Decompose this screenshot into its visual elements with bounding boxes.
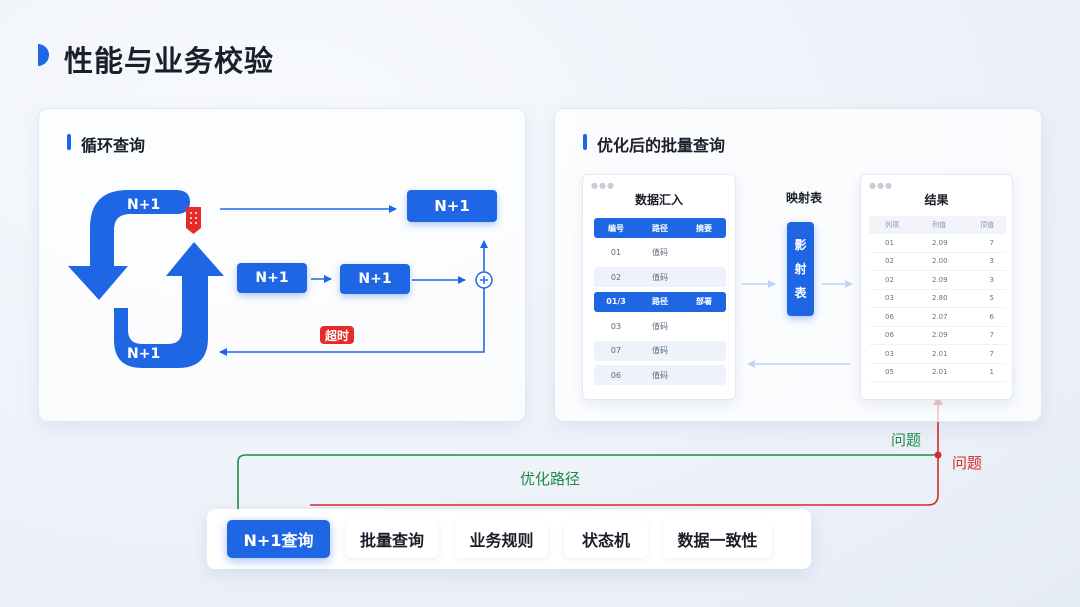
result-row: 02 2.09 3 <box>869 271 1006 290</box>
query-box-mid-2: N+1 <box>340 264 410 294</box>
result-cell: 3 <box>989 257 994 266</box>
tab-2[interactable]: 批量查询 <box>345 520 439 558</box>
data-collect-cell: 编号 <box>608 223 624 233</box>
optimized-path-label: 优化路径 <box>520 470 581 488</box>
data-collect-row: 06 值码 <box>594 365 726 385</box>
data-collect-cell: 03 <box>610 321 622 331</box>
result-cell: 06 <box>885 331 894 340</box>
result-row: 01 2.09 7 <box>869 234 1006 253</box>
tab-5[interactable]: 数据一致性 <box>663 520 772 558</box>
result-rows: 01 2.09 7 02 2.00 3 02 2.09 3 03 2.80 5 06 2.07 6 06 2.0… <box>869 234 1006 382</box>
result-cell: 2.09 <box>932 275 948 284</box>
page-title: 性能与业务校验 <box>64 44 275 78</box>
result-cell: 01 <box>885 238 894 247</box>
result-row: 05 2.01 1 <box>869 364 1006 382</box>
result-cell: 6 <box>989 312 994 321</box>
data-collect-cell: 值码 <box>652 321 668 331</box>
result-cell: 2.09 <box>932 331 948 340</box>
data-collect-row: 02 值码 <box>594 267 726 287</box>
result-title: 结果 <box>924 193 949 207</box>
data-collect-cell: 值码 <box>652 248 668 257</box>
tab-4[interactable]: 状态机 <box>564 520 648 558</box>
query-box-mid-1: N+1 <box>237 263 307 293</box>
result-cell: 3 <box>989 275 994 284</box>
data-collect-cell: 06 <box>610 370 622 380</box>
data-collect-cell: 值码 <box>652 370 668 380</box>
data-collect-cell: 路径 <box>652 297 668 306</box>
result-cell: 06 <box>885 312 894 321</box>
result-row: 02 2.00 3 <box>869 253 1006 271</box>
data-collect-row: 01 值码 <box>594 243 726 263</box>
data-collect-header-row: 编号 路径 摘要 <box>594 218 726 238</box>
window-dots-icon: ●●● <box>591 181 615 190</box>
optimized-issue-label: 问题 <box>891 431 922 449</box>
result-cell: 02 <box>885 257 894 266</box>
result-cell: 2.01 <box>932 349 948 358</box>
result-cell: 7 <box>989 349 994 358</box>
result-cell: 02 <box>885 275 894 284</box>
result-cell: 2.80 <box>932 294 948 303</box>
result-card: ●●● 结果 列项 列值 顶值 01 2.09 7 02 2.00 3 02 2.09 3 03 2… <box>860 174 1013 400</box>
timeout-badge: 超时 <box>320 326 354 344</box>
result-cell: 5 <box>989 294 994 303</box>
result-cell: 2.07 <box>932 312 948 321</box>
result-cell: 1 <box>989 368 994 377</box>
result-header-cell: 顶值 <box>980 220 994 229</box>
result-cell: 2.09 <box>932 238 948 247</box>
data-collect-title: 数据汇入 <box>634 193 683 207</box>
result-row: 03 2.01 7 <box>869 345 1006 364</box>
result-cell: 7 <box>989 331 994 340</box>
result-cell: 03 <box>885 349 894 358</box>
mapping-char: 射 <box>794 262 807 276</box>
tab-1[interactable]: N+1查询 <box>227 520 330 558</box>
result-table: 列项 列值 顶值 01 2.09 7 02 2.00 3 02 2.09 3 03 2.80 5 06 2… <box>869 216 1006 382</box>
mapping-char: 影 <box>794 238 807 252</box>
data-collect-cell: 值码 <box>652 346 668 355</box>
data-collect-cell: 07 <box>610 346 622 355</box>
result-cell: 03 <box>885 294 894 303</box>
title-accent-mark <box>38 44 49 66</box>
panel-accent-mark <box>583 134 587 150</box>
data-collect-cell: 值码 <box>652 272 668 282</box>
data-collect-cell: 摘要 <box>696 223 712 233</box>
mapping-char: 表 <box>794 286 807 300</box>
data-collect-cell: 路径 <box>652 223 668 233</box>
mapping-label: 映射表 <box>786 191 823 205</box>
query-box-top: N+1 <box>407 190 497 222</box>
data-collect-cell: 01 <box>610 248 622 257</box>
data-collect-header-row: 01/3 路径 部署 <box>594 291 726 312</box>
result-cell: 7 <box>989 238 994 247</box>
loop-query-title: 循环查询 <box>81 136 146 155</box>
result-row: 06 2.07 6 <box>869 308 1006 327</box>
result-table-header: 列项 列值 顶值 <box>869 216 1006 234</box>
batch-query-title: 优化后的批量查询 <box>597 136 726 155</box>
problem-issue-label: 问题 <box>952 454 983 472</box>
tab-3[interactable]: 业务规则 <box>455 520 548 558</box>
panel-accent-mark <box>67 134 71 150</box>
data-collect-row: 07 值码 <box>594 340 726 361</box>
loop-bottom-label: N+1 <box>127 346 161 362</box>
data-collect-row: 03 值码 <box>594 316 726 336</box>
mapping-box: 影 射 表 <box>787 222 814 316</box>
result-row: 06 2.09 7 <box>869 327 1006 345</box>
result-row: 03 2.80 5 <box>869 290 1006 308</box>
result-cell: 05 <box>885 368 894 377</box>
result-header-cell: 列项 <box>885 220 899 229</box>
result-cell: 2.00 <box>932 257 948 266</box>
result-cell: 2.01 <box>932 368 948 377</box>
loop-arrow-icon <box>68 190 224 368</box>
data-collect-cell: 01/3 <box>606 297 626 306</box>
alert-tag-icon <box>186 207 201 234</box>
window-dots-icon: ●●● <box>869 181 893 190</box>
loop-top-label: N+1 <box>127 197 161 213</box>
data-collect-cell: 部署 <box>696 297 712 306</box>
result-header-cell: 列值 <box>932 220 946 229</box>
data-collect-cell: 02 <box>610 272 622 282</box>
